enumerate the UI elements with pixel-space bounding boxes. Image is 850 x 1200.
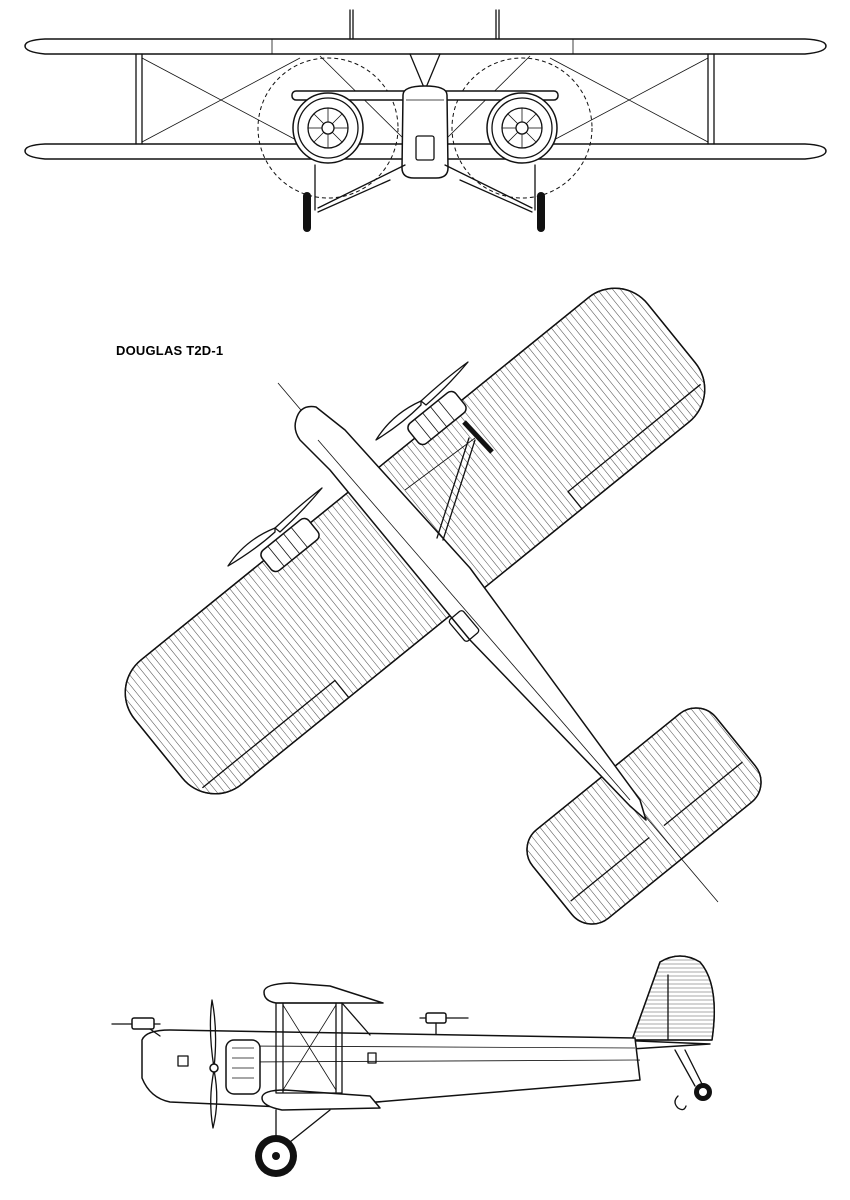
- left-engine: [292, 92, 364, 164]
- left-propeller-disc: [257, 57, 399, 199]
- side-engine: [225, 1039, 261, 1095]
- top-right-engine: [407, 390, 467, 446]
- side-window-rear: [367, 1052, 377, 1064]
- nose-gun: [111, 1017, 161, 1037]
- left-main-wheel: [303, 192, 311, 232]
- side-main-wheel: [255, 1135, 297, 1177]
- top-fuselage: [294, 405, 647, 821]
- right-engine: [486, 92, 558, 164]
- top-view: [108, 271, 771, 930]
- side-window-front: [177, 1055, 189, 1067]
- right-propeller-disc: [451, 57, 593, 199]
- left-propeller: [227, 527, 276, 567]
- right-propeller: [375, 400, 422, 441]
- front-upper-wing: [24, 38, 827, 55]
- side-propeller: [209, 999, 217, 1069]
- front-view: [24, 9, 827, 232]
- front-fuselage: [401, 85, 449, 179]
- top-left-engine: [260, 517, 320, 573]
- right-main-wheel: [537, 192, 545, 232]
- side-upper-wing: [263, 982, 384, 1004]
- side-vertical-fin: [631, 955, 716, 1041]
- side-fuselage: [141, 1029, 641, 1109]
- side-tail-wheel: [694, 1083, 712, 1101]
- aircraft-title: DOUGLAS T2D-1: [116, 343, 224, 358]
- dorsal-gun: [419, 1012, 469, 1035]
- side-lower-wing: [261, 1089, 381, 1111]
